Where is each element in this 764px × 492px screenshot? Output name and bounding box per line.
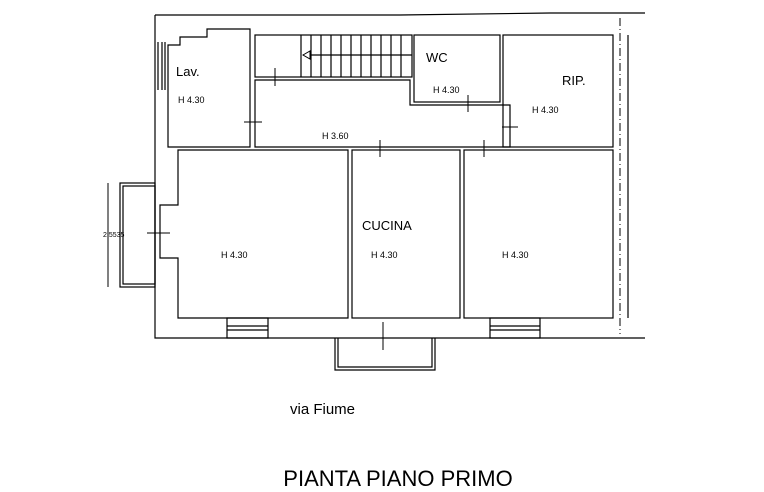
- room-left-height: H 4.30: [221, 250, 248, 260]
- cucina-height: H 4.30: [371, 250, 398, 260]
- room-right-height: H 4.30: [502, 250, 529, 260]
- lav-height: H 4.30: [178, 95, 205, 105]
- room-corridor: [254, 79, 511, 148]
- room-rip: [502, 34, 614, 148]
- room-lav: [167, 28, 251, 148]
- room-left: [159, 149, 349, 319]
- street-label: via Fiume: [290, 401, 355, 418]
- lav-window: [157, 42, 166, 90]
- wc-height: H 4.30: [433, 85, 460, 95]
- rip-height: H 4.30: [532, 105, 559, 115]
- room-right: [463, 149, 614, 319]
- cucina-label: CUCINA: [362, 218, 412, 233]
- balcony-left: [119, 182, 156, 288]
- windows: [226, 317, 541, 339]
- dimension-label: 2.5535: [103, 232, 125, 239]
- wc-label: WC: [426, 50, 448, 65]
- plan-title: PIANTA PIANO PRIMO: [283, 466, 512, 491]
- lav-label: Lav.: [176, 64, 200, 79]
- room-cucina: [351, 149, 461, 319]
- stairs: [254, 34, 413, 78]
- door-marks: [147, 68, 518, 350]
- outer-walls: [154, 12, 645, 339]
- room-wc: [413, 34, 501, 103]
- rip-label: RIP.: [562, 73, 586, 88]
- stair-treads: [300, 35, 412, 77]
- balcony-bottom: [334, 338, 436, 371]
- corridor-height: H 3.60: [322, 131, 349, 141]
